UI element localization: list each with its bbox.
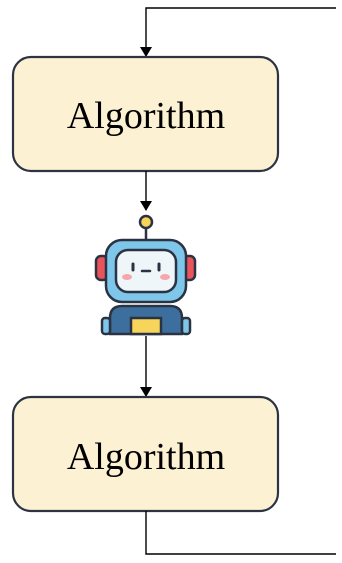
robot-cheek-right [160, 274, 170, 280]
algorithm-box-bottom-label: Algorithm [67, 436, 225, 478]
robot-arm-right [180, 316, 192, 336]
algorithm-box-top: Algorithm [11, 55, 280, 173]
robot-antenna-tip [138, 214, 154, 230]
robot-cheek-left [122, 274, 132, 280]
robot-chest-panel [129, 316, 163, 336]
feedback-line-bottom [145, 511, 336, 555]
algorithm-box-top-label: Algorithm [67, 95, 225, 137]
robot-icon [94, 214, 197, 336]
feedback-line-top [140, 7, 336, 57]
robot-arm-left [100, 316, 112, 336]
algorithm-box-bottom: Algorithm [11, 395, 280, 513]
